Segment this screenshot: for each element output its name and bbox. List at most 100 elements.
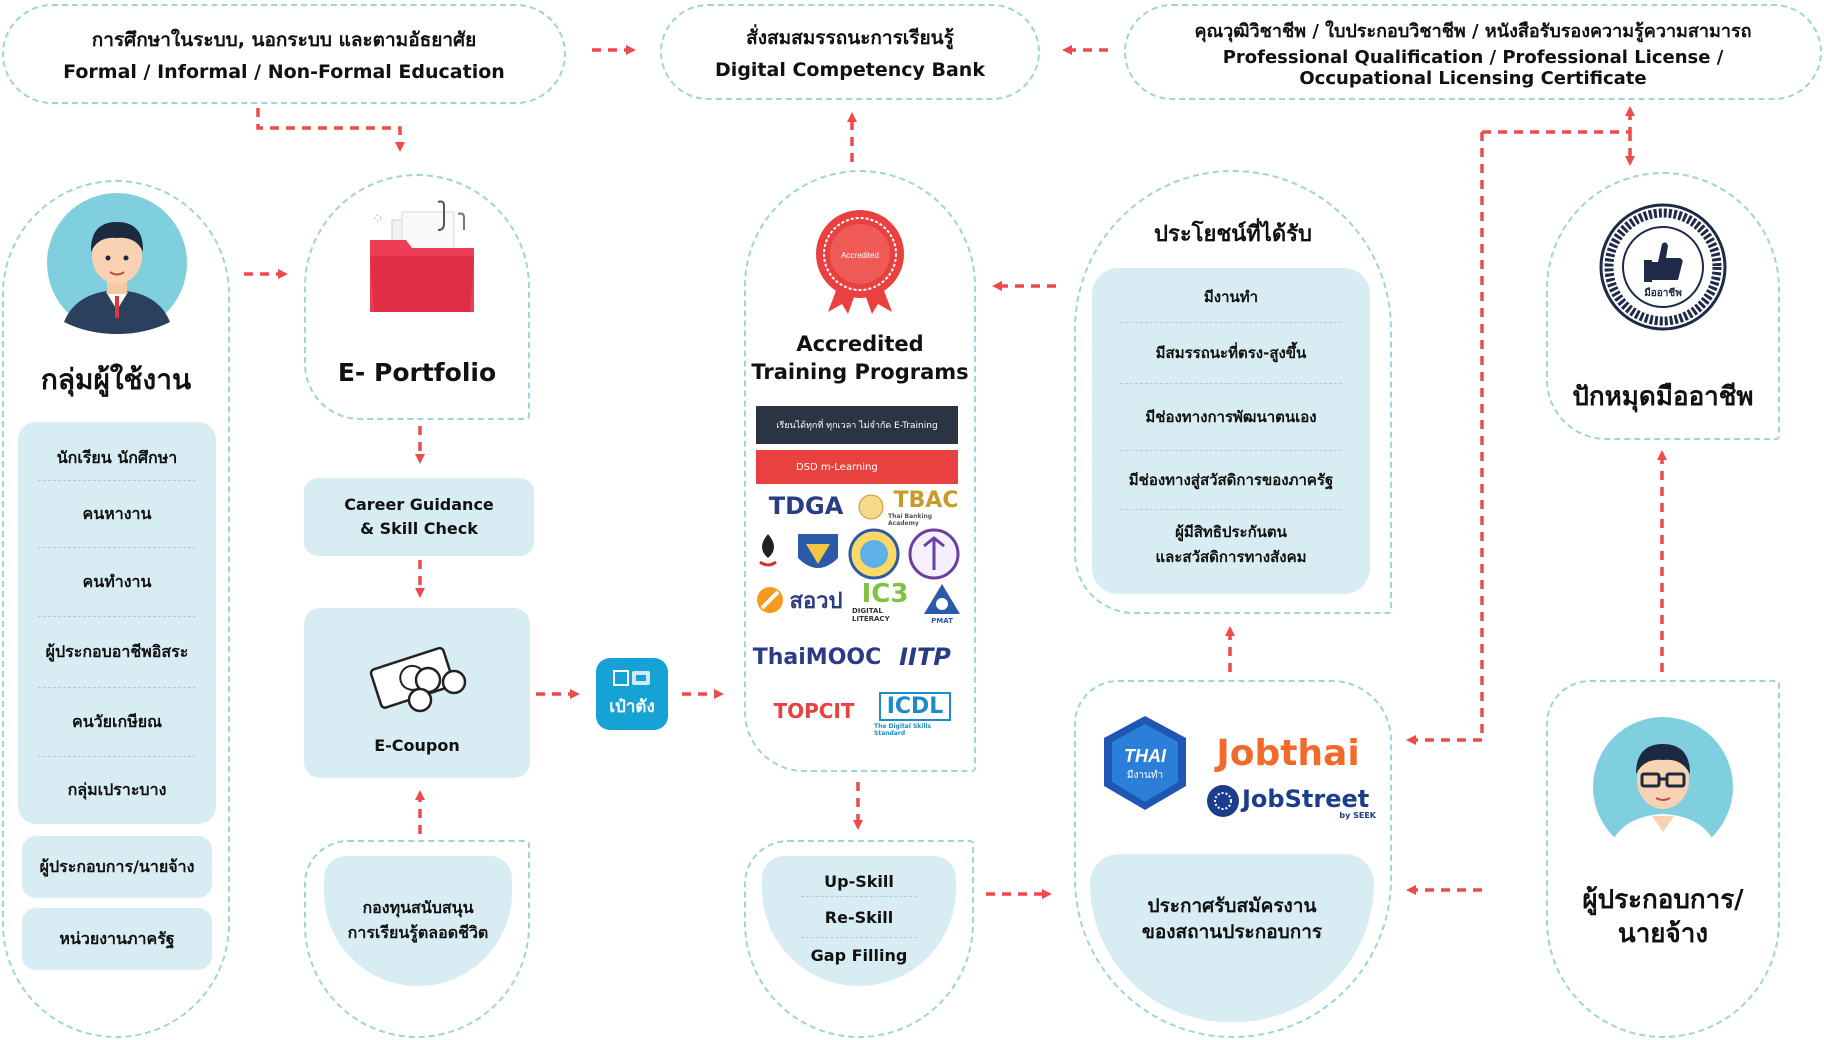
ic3-text: IC3 — [861, 579, 909, 609]
user-item-students: นักเรียน นักศึกษา — [56, 447, 178, 467]
logo-etraining: เรียนได้ทุกที่ ทุกเวลา ไม่จำกัด E-Traini… — [756, 406, 958, 444]
logo-jobthai: Jobthai — [1212, 730, 1364, 776]
wallet-icon — [613, 669, 650, 686]
tbac-seal-icon — [858, 494, 884, 520]
fund-line-1: กองทุนสนับสนุน — [362, 898, 474, 918]
ic3-subtext: DIGITAL LITERACY — [852, 607, 890, 623]
job-announcement-line-2: ของสถานประกอบการ — [1141, 921, 1323, 943]
tdga-text: TDGA — [768, 492, 844, 520]
etraining-text: เรียนได้ทุกที่ ทุกเวลา ไม่จำกัด E-Traini… — [776, 421, 938, 431]
thai-mee-ngan-tham-logo-icon: THAI มีงานทำ — [1104, 716, 1186, 810]
logo-dsd: DSD m-Learning — [756, 450, 958, 484]
training-box — [744, 170, 976, 772]
skill-reskill: Re-Skill — [824, 907, 894, 927]
training-title: Accredited Training Programs — [751, 332, 969, 385]
competency-bank-box: สั่งสมสมรรถนะการเรียนรู้ Digital Compete… — [660, 4, 1040, 100]
jobstreet-icon — [1207, 785, 1239, 817]
ecoupon-label: E-Coupon — [374, 736, 460, 755]
job-announcement-line-1: ประกาศรับสมัครงาน — [1147, 895, 1317, 918]
jobstreet-text: JobStreet — [1242, 784, 1370, 813]
icdl-text: ICDL — [878, 691, 952, 721]
user-item-government: หน่วยงานภาครัฐ — [22, 908, 212, 970]
logo-jobstreet: JobStreet by SEEK — [1242, 780, 1376, 826]
benefits-title: ประโยชน์ที่ได้รับ — [1154, 222, 1312, 247]
benefit-insured-line: ผู้มีสิทธิประกันตน — [1175, 523, 1287, 542]
coupon-icon — [369, 646, 467, 713]
fund-outer-box — [304, 840, 530, 1038]
education-thai: การศึกษาในระบบ, นอกระบบ และตามอัธยาศัย — [91, 29, 477, 51]
jobstreet-subtext: by SEEK — [1339, 810, 1376, 820]
user-item-job-seekers: คนหางาน — [82, 503, 152, 523]
benefit-welfare-access: มีช่องทางสู่สวัสดิการของภาครัฐ — [1128, 471, 1334, 489]
user-item-workers: คนทำงาน — [82, 571, 152, 591]
seal-text: มืออาชีพ — [1644, 287, 1682, 299]
logo-pmat: PMAT — [922, 616, 962, 626]
employer-line-1: ผู้ประกอบการ/ — [1582, 885, 1744, 915]
benefit-competency: มีสมรรถนะที่ตรง-สูงขึ้น — [1155, 344, 1307, 362]
paotang-app-icon[interactable]: เป๋าตัง — [596, 658, 668, 730]
benefit-employed: มีงานทำ — [1203, 288, 1259, 306]
benefit-social-security: ผู้มีสิทธิประกันตน และสวัสดิการทางสังคม — [1092, 510, 1370, 580]
professional-seal-icon: มืออาชีพ — [1599, 203, 1727, 331]
user-item-employers: ผู้ประกอบการ/นายจ้าง — [22, 836, 212, 898]
topcit-text: TOPCIT — [773, 699, 855, 723]
eportfolio-box — [304, 174, 530, 420]
benefit-self-development: มีช่องทางการพัฒนาตนเอง — [1145, 408, 1317, 426]
pin-professional-title: ปักหมุดมืออาชีพ — [1572, 382, 1754, 412]
thai-text: THAI — [1124, 746, 1167, 766]
arrow-education-to-portfolio — [256, 108, 405, 152]
student-avatar-icon — [47, 193, 187, 334]
user-item-retirees: คนวัยเกษียณ — [72, 711, 162, 731]
iitp-text: IITP — [899, 643, 951, 671]
employer-line-2: นายจ้าง — [1617, 918, 1709, 949]
bank-thai: สั่งสมสมรรถนะการเรียนรู้ — [746, 27, 954, 49]
accredited-badge-icon: Accredited — [816, 210, 904, 314]
logo-ic3: IC3 DIGITAL LITERACY — [852, 579, 918, 623]
users-list: นักเรียน นักศึกษา คนหางาน คนทำงาน ผู้ประ… — [18, 422, 216, 824]
users-title: กลุ่มผู้ใช้งาน — [40, 363, 192, 396]
pin-professional-box — [1546, 172, 1780, 440]
pmat-icon — [924, 584, 960, 614]
thaimooc-text: ThaiMOOC — [752, 644, 882, 670]
employer-box — [1546, 680, 1780, 1038]
logo-tdga: TDGA — [756, 490, 856, 522]
thai-subtext: มีงานทำ — [1127, 769, 1163, 781]
logo-icdl: ICDL The Digital Skills Standard — [874, 690, 956, 738]
job-boards-box — [1074, 680, 1392, 1038]
university-logos-icon — [759, 528, 960, 580]
logo-iitp: IITP — [890, 640, 960, 674]
pmat-text: PMAT — [931, 617, 953, 625]
logo-sorop: สอวป — [786, 584, 846, 616]
logo-thaimooc: ThaiMOOC — [752, 640, 882, 674]
employer-avatar-icon — [1593, 717, 1733, 858]
users-column — [2, 180, 230, 1038]
eportfolio-title: E- Portfolio — [337, 358, 497, 387]
sorop-icon — [757, 587, 783, 613]
tbac-text: TBAC — [893, 487, 959, 513]
arrow-pin-to-jobs — [1406, 132, 1484, 745]
arrow-pin-to-qualification — [1482, 106, 1635, 134]
logo-topcit: TOPCIT — [768, 696, 860, 726]
qualification-thai: คุณวุฒิวิชาชีพ / ใบประกอบวิชาชีพ / หนังส… — [1194, 20, 1752, 42]
employer-title: ผู้ประกอบการ/ นายจ้าง — [1546, 884, 1780, 952]
logo-tbac: TBAC Thai Banking Academy — [888, 487, 964, 527]
paotang-label: เป๋าตัง — [609, 696, 655, 717]
education-box: การศึกษาในระบบ, นอกระบบ และตามอัธยาศัย F… — [2, 4, 566, 104]
bank-english: Digital Competency Bank — [715, 59, 985, 81]
user-item-freelancers: ผู้ประกอบอาชีพอิสระ — [45, 641, 189, 661]
jobthai-text: Jobthai — [1216, 732, 1360, 774]
qualification-box: คุณวุฒิวิชาชีพ / ใบประกอบวิชาชีพ / หนังส… — [1124, 4, 1822, 100]
education-english: Formal / Informal / Non-Formal Education — [63, 61, 505, 83]
benefit-social-line: และสวัสดิการทางสังคม — [1155, 548, 1307, 566]
benefits-box — [1074, 170, 1392, 614]
skills-box: Up-Skill Re-Skill Gap Filling — [762, 856, 956, 986]
folder-icon — [370, 200, 474, 312]
dsd-text: DSD m-Learning — [796, 461, 878, 473]
tbac-subtext: Thai Banking Academy — [888, 512, 933, 527]
qualification-english-2: Occupational Licensing Certificate — [1299, 67, 1647, 89]
sorop-text: สอวป — [789, 588, 843, 614]
skill-upskill: Up-Skill — [824, 871, 894, 891]
benefits-list: มีงานทำ มีสมรรถนะที่ตรง-สูงขึ้น มีช่องทา… — [1092, 268, 1370, 594]
icdl-subtext: The Digital Skills Standard — [874, 722, 932, 737]
